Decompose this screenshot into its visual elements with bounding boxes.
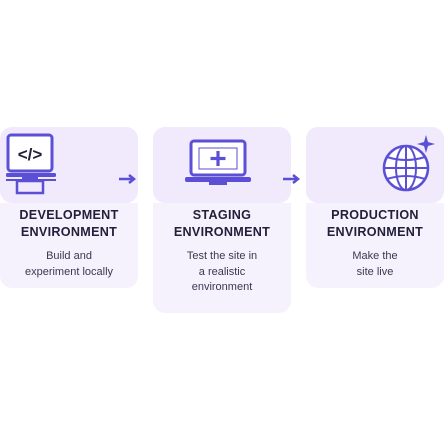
arrow-right-icon	[119, 174, 137, 184]
stage-title: STAGING ENVIRONMENT	[153, 207, 291, 241]
stage-description-line: Make the	[352, 250, 398, 262]
arrow-right-icon	[283, 174, 301, 184]
stage-description: Build and experiment locally	[0, 249, 138, 280]
svg-text:</>: </>	[18, 145, 43, 164]
stage-description-line: Build and	[46, 250, 92, 262]
stage-title: PRODUCTION ENVIRONMENT	[306, 207, 444, 241]
stage-description-line: site live	[356, 265, 394, 278]
stage-description-line: Test the site in	[186, 250, 258, 262]
stage-description-line: a realistic	[198, 265, 246, 278]
development-icon-card: </>	[0, 127, 138, 203]
stage-description-line: experiment locally	[24, 265, 114, 278]
development-text-card: DEVELOPMENT ENVIRONMENT Build and experi…	[0, 203, 138, 288]
globe-sparkle-icon	[382, 135, 435, 192]
stage-description: Test the site in a realistic environment	[153, 249, 291, 296]
stage-description-line: environment	[191, 281, 253, 293]
stage-title-line: ENVIRONMENT	[173, 225, 271, 239]
stage-title-line: ENVIRONMENT	[20, 225, 118, 239]
stage-title-line: PRODUCTION	[331, 208, 419, 222]
stage-title-line: ENVIRONMENT	[326, 225, 424, 239]
stage-description: Make the site live	[306, 249, 444, 280]
stage-title: DEVELOPMENT ENVIRONMENT	[0, 207, 138, 241]
code-laptop-icon: </>	[6, 133, 56, 195]
production-icon-card	[306, 127, 444, 203]
plus-laptop-icon	[185, 139, 251, 185]
staging-icon-card	[153, 127, 291, 203]
production-text-card: PRODUCTION ENVIRONMENT Make the site liv…	[306, 203, 444, 288]
stage-title-line: STAGING	[192, 208, 252, 222]
stage-title-line: DEVELOPMENT	[19, 208, 119, 222]
staging-text-card: STAGING ENVIRONMENT Test the site in a r…	[153, 203, 291, 313]
